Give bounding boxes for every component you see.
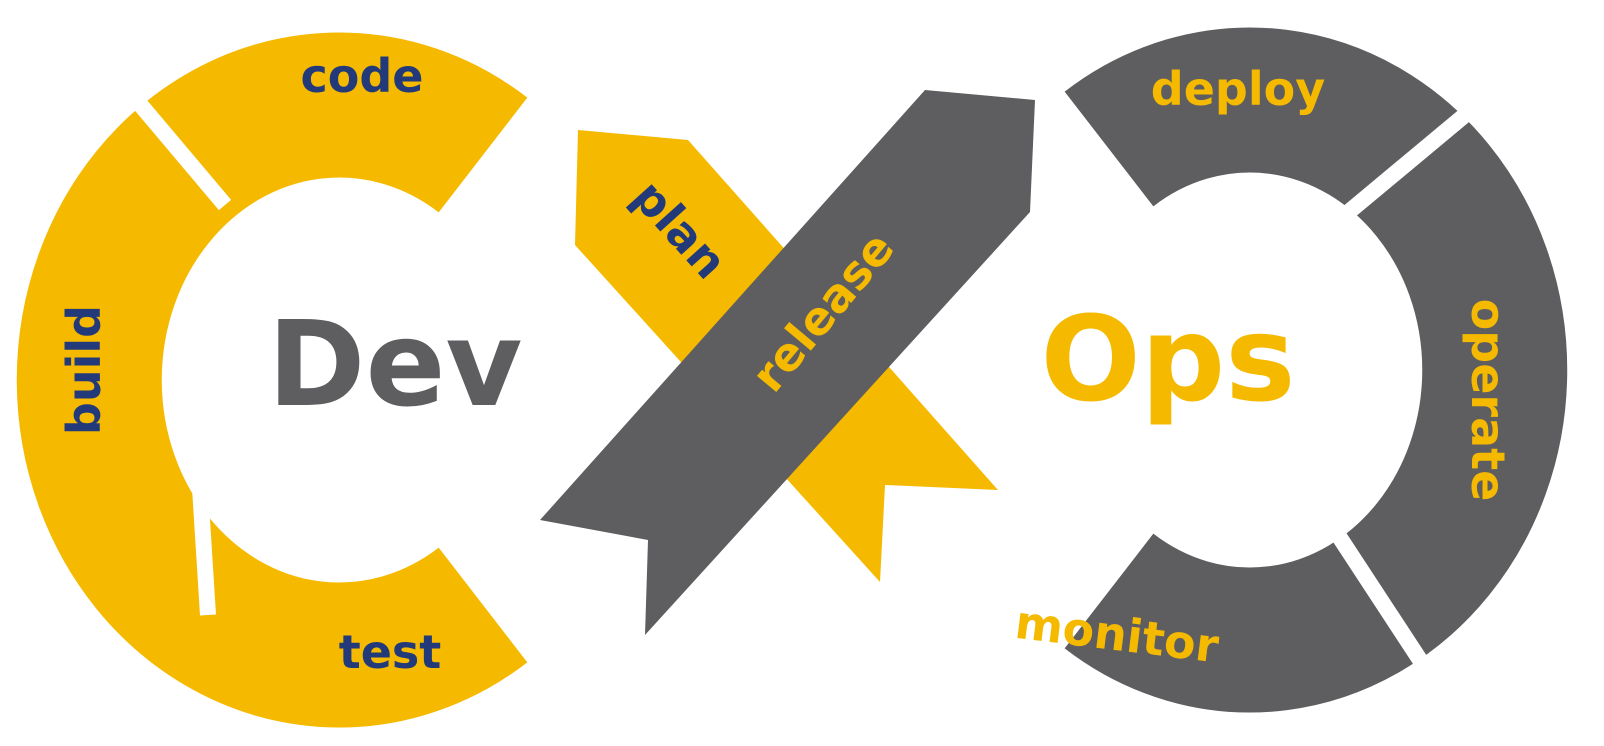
divider-code-plan [540,109,568,221]
stage-code: code [301,49,424,103]
ops-title: Ops [1040,290,1295,428]
divider-release-deploy [1037,84,1058,191]
segment-dividers [121,84,1471,665]
stage-build: build [57,305,111,435]
stage-test: test [339,625,442,679]
divider-monitor-plan [892,499,913,606]
ops-loop [1064,27,1568,713]
divider-deploy-operate [1339,108,1471,222]
divider-build-test [192,487,216,616]
dev-title: Dev [268,295,523,433]
stage-deploy: deploy [1151,62,1325,116]
dev-loop [16,32,528,728]
release-band [540,90,1035,635]
divider-operate-monitor [1318,510,1427,665]
stage-operate: operate [1461,299,1515,502]
divider-code-build [121,84,232,211]
